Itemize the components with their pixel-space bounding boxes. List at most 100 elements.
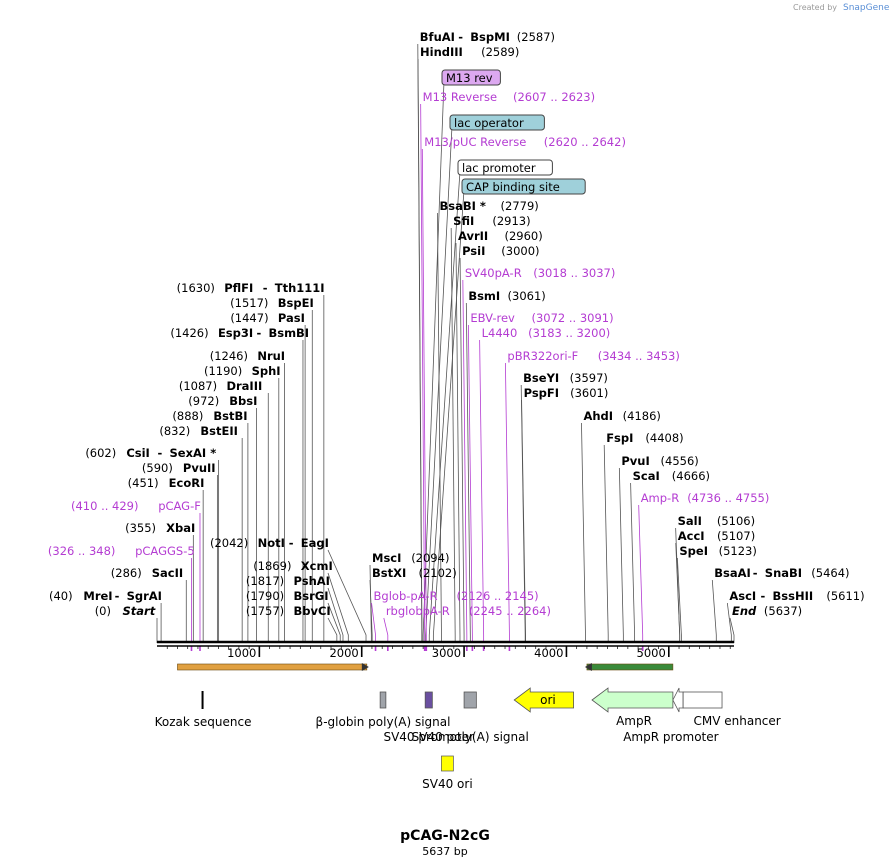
axis-tick-label-5000: 5000 — [637, 646, 666, 660]
site-pflfi[interactable]: PflFI-Tth111I(1630) — [177, 281, 325, 295]
site-esp3i[interactable]: Esp3I-BsmBI(1426) — [170, 326, 309, 340]
site-position: (40) — [49, 589, 73, 603]
site-sfii[interactable]: SfiI(2913) — [453, 214, 530, 228]
feature-globin-poly-a-signal[interactable]: β-globin poly(A) signal — [316, 691, 451, 729]
primer-connector — [638, 504, 644, 643]
site-bsabi[interactable]: BsaBI *(2779) — [439, 199, 538, 213]
site-xcmi[interactable]: XcmI(1869) — [253, 559, 333, 573]
site-lac-promoter[interactable]: lac promoter — [457, 159, 553, 176]
site-name: L4440 — [482, 326, 518, 340]
feature-label: β-globin poly(A) signal — [316, 715, 451, 729]
site-bsaai[interactable]: BsaAI-SnaBI(5464) — [714, 566, 849, 580]
site-position: (5464) — [811, 566, 849, 580]
site-bstbi[interactable]: BstBI(888) — [172, 409, 247, 423]
site-sali[interactable]: SalI (5106) — [678, 514, 755, 528]
feature-sv40-promoter[interactable]: SV40 promoter — [383, 691, 474, 744]
feature-ampr[interactable]: AmpR — [591, 687, 674, 728]
primer-connector — [383, 617, 389, 643]
site-spei[interactable]: SpeI(5123) — [679, 544, 756, 558]
site-csii[interactable]: CsiI-SexAI *(602) — [85, 446, 216, 460]
site-noti[interactable]: NotI-EagI(2042) — [210, 536, 329, 550]
site-bseyi[interactable]: BseYI(3597) — [523, 371, 608, 385]
site-ecori[interactable]: EcoRI(451) — [128, 476, 205, 490]
feature-sv40-poly-a-signal[interactable]: SV40 poly(A) signal — [412, 691, 529, 744]
site-position: (2587) — [517, 30, 555, 44]
orf-arrow-1[interactable] — [177, 663, 369, 671]
site-bfuai[interactable]: BfuAI-BspMI(2587) — [420, 30, 555, 44]
site-pcag-f[interactable]: pCAG-F(410 .. 429) — [71, 499, 201, 513]
site-box-label: lac operator — [454, 116, 524, 130]
site-lac-operator[interactable]: lac operator — [449, 114, 545, 131]
orf-arrow-2[interactable] — [584, 663, 674, 671]
feature-sv40-ori[interactable]: SV40 ori — [422, 755, 473, 791]
site-draiii[interactable]: DraIII(1087) — [179, 379, 262, 393]
site-position: (2960) — [504, 229, 542, 243]
site-l4440[interactable]: L4440(3183 .. 3200) — [482, 326, 611, 340]
plasmid-length: 5637 bp — [422, 845, 467, 858]
feature-kozak-sequence[interactable]: Kozak sequence — [155, 691, 252, 729]
site-pshai[interactable]: PshAI(1817) — [246, 574, 330, 588]
site-name: BspEI — [278, 296, 314, 310]
feature-shape — [672, 687, 684, 713]
site-sacii[interactable]: SacII(286) — [111, 566, 183, 580]
site-pspfi[interactable]: PspFI(3601) — [524, 386, 609, 400]
site-nrui[interactable]: NruI(1246) — [210, 349, 285, 363]
site-bbvci[interactable]: BbvCI(1757) — [246, 604, 331, 618]
site-box-label: CAP binding site — [466, 180, 560, 194]
site-ebv-rev[interactable]: EBV-rev(3072 .. 3091) — [470, 311, 613, 325]
site-avrii[interactable]: AvrII(2960) — [458, 229, 543, 243]
site-box — [441, 69, 501, 86]
site-pasi[interactable]: PasI(1447) — [230, 311, 305, 325]
site-name: End — [732, 604, 757, 618]
site-sphi[interactable]: SphI(1190) — [204, 364, 281, 378]
site-name: SalI — [678, 514, 702, 528]
site-scai[interactable]: ScaI(4666) — [633, 469, 710, 483]
site-name-2: SexAI * — [170, 446, 217, 460]
site-name: BsrGI — [294, 589, 329, 603]
site-end[interactable]: End(5637) — [732, 604, 802, 618]
site-cap-binding-site[interactable]: CAP binding site — [461, 178, 586, 195]
site-pvuii[interactable]: PvuII(590) — [142, 461, 216, 475]
site-m13-rev[interactable]: M13 rev — [441, 69, 501, 86]
site-bsmi[interactable]: BsmI(3061) — [468, 289, 545, 303]
site-bsteii[interactable]: BstEII(832) — [159, 424, 238, 438]
site-position: (5107) — [717, 529, 755, 543]
site-name: AccI — [678, 529, 705, 543]
site-psii[interactable]: PsiI(3000) — [462, 244, 539, 258]
site-acci[interactable]: AccI (5107) — [678, 529, 755, 543]
site-pcaggs-5[interactable]: pCAGGS-5(326 .. 348) — [48, 544, 195, 558]
site-position: (4186) — [623, 409, 661, 423]
site-name: Amp-R — [641, 491, 680, 505]
site-rbglobpa-r[interactable]: rbglobpA-R(2245 .. 2264) — [386, 604, 551, 618]
site-position: (2607 .. 2623) — [513, 90, 595, 104]
site-position: (5106) — [717, 514, 755, 528]
site-amp-r[interactable]: Amp-R(4736 .. 4755) — [641, 491, 770, 505]
site-bsrgi[interactable]: BsrGI(1790) — [246, 589, 329, 603]
site-start[interactable]: Start(0) — [95, 604, 156, 618]
feature-ori[interactable]: ori — [513, 687, 575, 713]
site-sv40pa-r[interactable]: SV40pA-R(3018 .. 3037) — [465, 266, 616, 280]
site-bbsi[interactable]: BbsI(972) — [188, 394, 257, 408]
site-connector — [459, 257, 465, 643]
site-labels: Start(0)MreI-SgrAI(40) SacII(286) pCAGGS-5… — [48, 30, 865, 618]
site-hindiii[interactable]: HindIII(2589) — [420, 45, 519, 59]
site-asci[interactable]: AscI-BssHII(5611) — [729, 589, 864, 603]
site-m13-puc-reverse[interactable]: M13/pUC Reverse(2620 .. 2642) — [424, 135, 626, 149]
site-bstxi[interactable]: BstXI(2102) — [372, 566, 457, 580]
site-position: (4408) — [645, 431, 683, 445]
site-fspi[interactable]: FspI(4408) — [606, 431, 683, 445]
site-pbr322ori-f[interactable]: pBR322ori-F(3434 .. 3453) — [507, 349, 679, 363]
site-mrei[interactable]: MreI-SgrAI(40) — [49, 589, 162, 603]
site-name: SpeI — [679, 544, 708, 558]
site-msci[interactable]: MscI(2094) — [372, 551, 449, 565]
site-position: (0) — [95, 604, 111, 618]
site-ahdi[interactable]: AhdI(4186) — [583, 409, 660, 423]
site-bspei[interactable]: BspEI(1517) — [230, 296, 314, 310]
site-bglob-pa-r[interactable]: Bglob-pA-R(2126 .. 2145) — [374, 589, 539, 603]
site-position: (888) — [172, 409, 203, 423]
site-connector — [422, 80, 445, 643]
feature-cmv-enhancer[interactable]: CMV enhancer — [682, 691, 781, 728]
site-pvui[interactable]: PvuI(4556) — [621, 454, 698, 468]
site-m13-reverse[interactable]: M13 Reverse(2607 .. 2623) — [423, 90, 595, 104]
site-xbai[interactable]: XbaI(355) — [125, 521, 195, 535]
